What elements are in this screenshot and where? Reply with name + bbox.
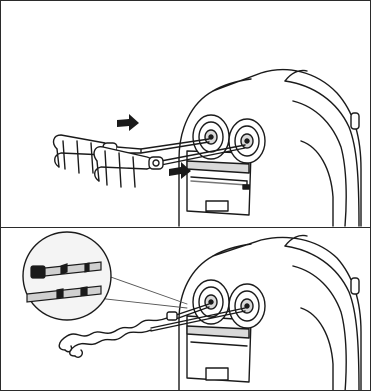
beaters-illustration [1, 1, 371, 228]
beater-front [94, 147, 163, 187]
beater-socket-right [229, 284, 265, 328]
magnified-detail [23, 232, 111, 320]
panel-insert-beaters [0, 0, 371, 228]
arrow-right-icon [117, 114, 139, 131]
panel-insert-dough-hooks [0, 227, 371, 391]
beater-socket-right [229, 119, 265, 163]
dough-hooks-illustration [1, 228, 371, 391]
